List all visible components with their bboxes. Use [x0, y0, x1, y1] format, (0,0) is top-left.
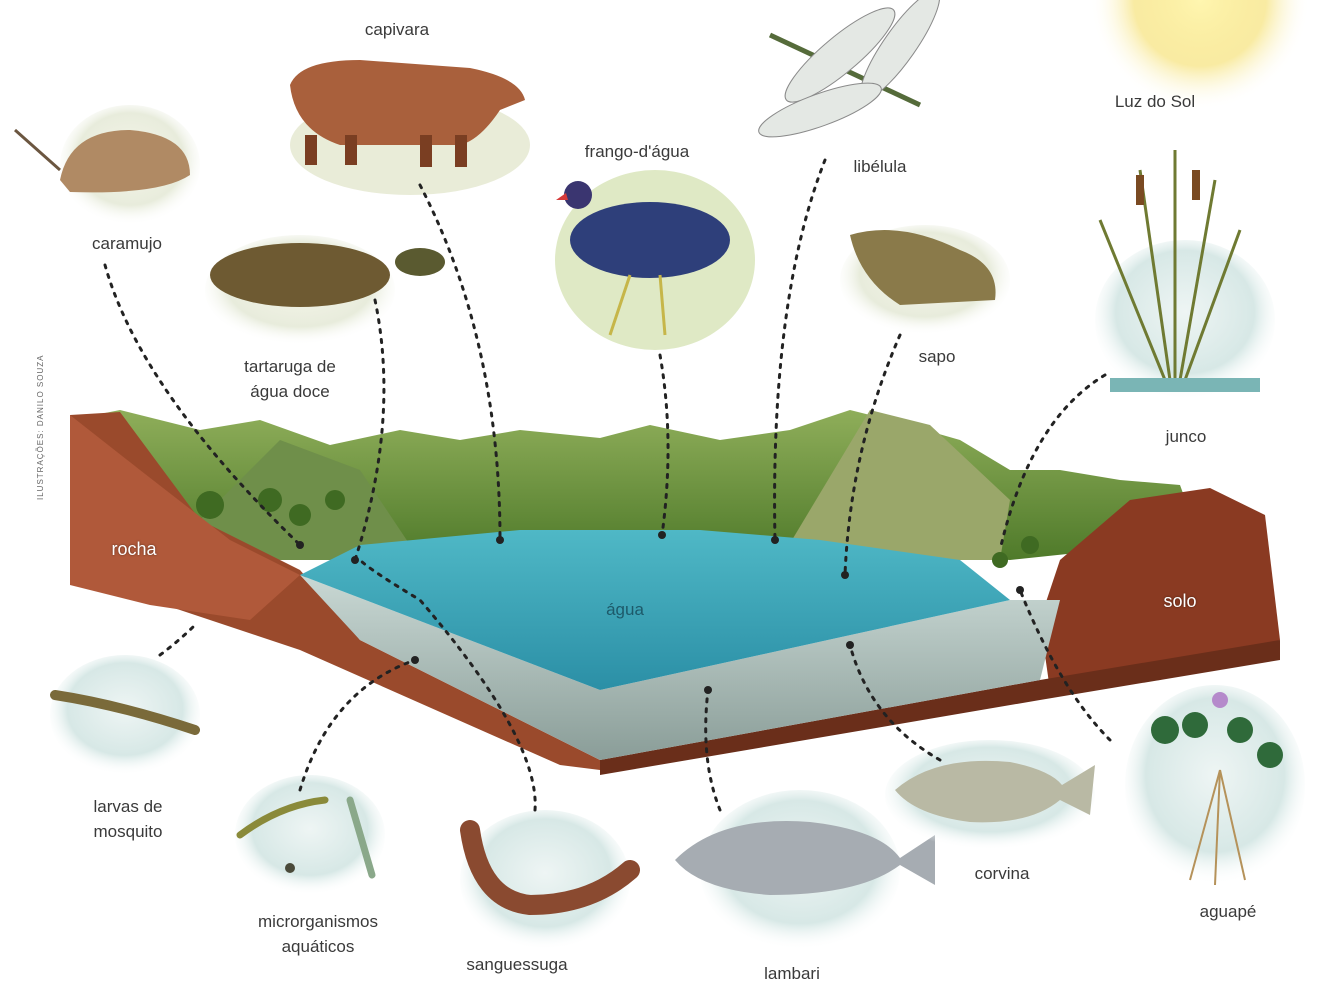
label-agua: água — [606, 598, 644, 623]
label-larvas: larvas de mosquito — [94, 795, 163, 844]
label-capivara: capivara — [365, 18, 429, 43]
label-tartaruga-line1: tartaruga de — [244, 355, 336, 380]
label-solo: solo — [1163, 588, 1196, 614]
frango-dagua-head — [564, 181, 592, 209]
label-rocha: rocha — [111, 536, 156, 562]
label-lambari: lambari — [764, 962, 820, 987]
label-microrganismos: microrganismos aquáticos — [258, 910, 378, 959]
label-larvas-line1: larvas de — [94, 795, 163, 820]
label-corvina: corvina — [975, 862, 1030, 887]
label-tartaruga-line2: água doce — [244, 380, 336, 405]
larvas-illustration — [50, 655, 200, 775]
illustration-credit: ILUSTRAÇÕES: DANILO SOUZA — [36, 355, 45, 500]
label-larvas-line2: mosquito — [94, 820, 163, 845]
label-sanguessuga: sanguessuga — [466, 953, 567, 978]
label-junco: junco — [1166, 425, 1207, 450]
label-luz-do-sol: Luz do Sol — [1115, 90, 1195, 115]
label-sapo: sapo — [919, 345, 956, 370]
tartaruga-shell — [210, 243, 390, 307]
label-libelula: libélula — [854, 155, 907, 180]
frango-dagua-beak — [556, 193, 568, 200]
label-tartaruga: tartaruga de água doce — [244, 355, 336, 404]
label-frango-dagua: frango-d'água — [585, 140, 689, 165]
label-caramujo: caramujo — [92, 232, 162, 257]
micro-organism-3 — [285, 863, 295, 873]
label-micro-line1: microrganismos — [258, 910, 378, 935]
leader-larvas — [160, 625, 195, 655]
tartaruga-head — [395, 248, 445, 276]
junco-water — [1110, 378, 1260, 392]
caramujo-antenna — [15, 130, 60, 170]
label-aguape: aguapé — [1200, 900, 1257, 925]
label-micro-line2: aquáticos — [258, 935, 378, 960]
libelula-illustration — [753, 0, 950, 147]
frango-dagua-body — [570, 202, 730, 278]
